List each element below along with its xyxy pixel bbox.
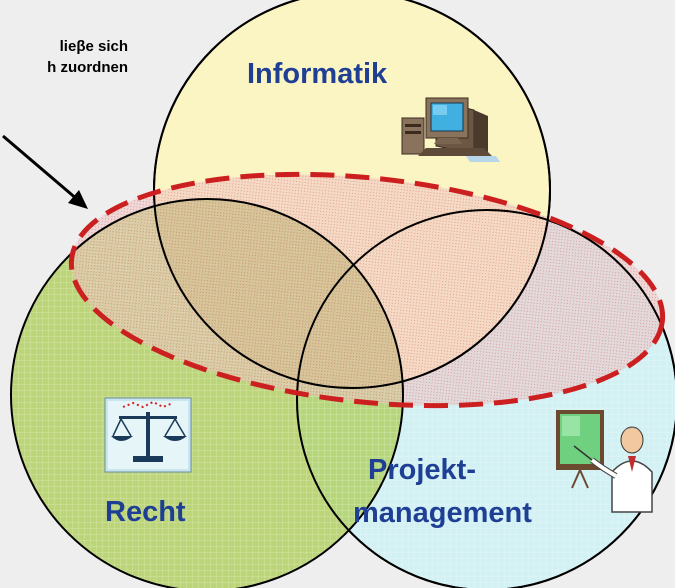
callout-line-1: lieβe sich [59,38,128,55]
callout-text: lieβe sich h zuordnen [0,36,128,78]
scales-icon [104,397,192,473]
computer-icon [401,97,500,162]
label-projekt-line-2: management [353,497,532,529]
label-recht: Recht [105,496,186,528]
highlight-ellipse [71,174,663,406]
label-projekt-line-1: Projekt- [368,454,476,486]
informatik-outline [153,0,551,389]
callout-line-2: h zuordnen [47,59,128,76]
presenter-icon [556,410,653,513]
highlight-ellipse-border [68,171,666,409]
callout-arrow [2,134,88,209]
label-informatik: Informatik [247,58,388,90]
projektmanagement-outline [296,209,675,588]
recht-outline [10,198,404,588]
